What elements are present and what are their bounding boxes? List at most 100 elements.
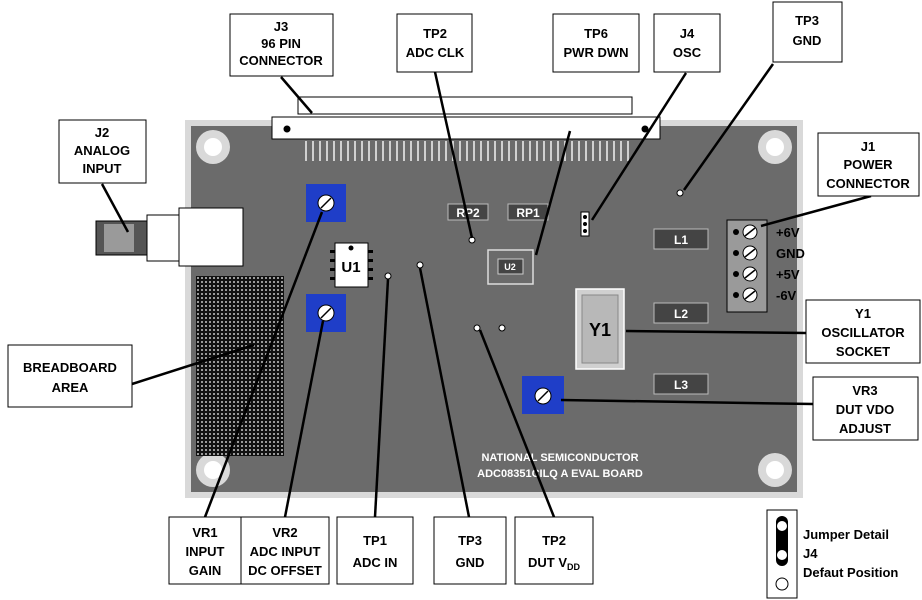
j1-power-connector	[726, 219, 768, 313]
callout-breadboard: BREADBOARD AREA	[7, 344, 133, 408]
vr2-potentiometer	[306, 294, 346, 332]
power-pin-label: -6V	[776, 288, 797, 303]
svg-text:DUT VDO: DUT VDO	[836, 402, 895, 417]
connector-pin	[312, 141, 314, 161]
svg-text:DC OFFSET: DC OFFSET	[248, 563, 322, 578]
connector-pin	[361, 141, 363, 161]
svg-text:Jumper Detail: Jumper Detail	[803, 527, 889, 542]
connector-pin	[389, 141, 391, 161]
connector-pin	[431, 141, 433, 161]
connector-pin	[305, 141, 307, 161]
connector-pin	[410, 141, 412, 161]
connector-pin	[494, 141, 496, 161]
connector-pin	[522, 141, 524, 161]
power-pin-label: +5V	[776, 267, 800, 282]
callout-tp1: TP1 ADC IN	[336, 516, 414, 585]
connector-pin	[585, 141, 587, 161]
connector-pin	[550, 141, 552, 161]
l3-label: L3	[674, 378, 688, 392]
rp2-label: RP2	[456, 206, 480, 220]
svg-text:TP3: TP3	[795, 13, 819, 28]
u1-ic: U1	[330, 242, 373, 288]
connector-pin	[571, 141, 573, 161]
callout-tp2-adc-clk: TP2 ADC CLK	[396, 13, 473, 73]
connector-pin	[459, 141, 461, 161]
svg-text:TP1: TP1	[363, 533, 387, 548]
svg-text:TP3: TP3	[458, 533, 482, 548]
svg-text:J4: J4	[680, 26, 695, 41]
connector-pin	[620, 141, 622, 161]
connector-pin	[424, 141, 426, 161]
power-pin-label: +6V	[776, 225, 800, 240]
svg-text:POWER: POWER	[843, 157, 893, 172]
callout-j2: J2 ANALOG INPUT	[58, 119, 147, 184]
connector-pin	[438, 141, 440, 161]
svg-text:INPUT: INPUT	[186, 544, 225, 559]
u2-label: U2	[504, 262, 516, 272]
callout-vr2: VR2 ADC INPUT DC OFFSET	[240, 516, 330, 585]
rp2-resistor-pack: RP2	[447, 203, 489, 221]
svg-text:ADJUST: ADJUST	[839, 421, 891, 436]
u2-ic: U2	[487, 249, 534, 285]
svg-text:Defaut Position: Defaut Position	[803, 565, 898, 580]
manufacturer-text: NATIONAL SEMICONDUCTOR	[481, 452, 638, 464]
connector-pin	[382, 141, 384, 161]
callout-tp6: TP6 PWR DWN	[552, 13, 640, 73]
tp3-gnd-point	[416, 261, 424, 269]
connector-pin	[613, 141, 615, 161]
callout-j4: J4 OSC	[653, 13, 721, 73]
connector-pin	[340, 141, 342, 161]
svg-text:AREA: AREA	[52, 380, 89, 395]
svg-text:ANALOG: ANALOG	[74, 143, 130, 158]
jumper-detail: Jumper Detail J4 Defaut Position	[766, 509, 898, 599]
svg-text:TP2: TP2	[423, 26, 447, 41]
connector-pin	[319, 141, 321, 161]
callout-j1: J1 POWER CONNECTOR	[817, 132, 920, 197]
l1-inductor: L1	[653, 228, 709, 250]
svg-text:GAIN: GAIN	[189, 563, 222, 578]
svg-text:SOCKET: SOCKET	[836, 344, 890, 359]
connector-pin	[606, 141, 608, 161]
callout-tp2-dut: TP2 DUT VDD	[514, 516, 594, 585]
svg-text:PWR DWN: PWR DWN	[564, 45, 629, 60]
connector-pin	[375, 141, 377, 161]
mounting-holes	[196, 130, 792, 487]
j3-connector	[271, 96, 661, 161]
connector-pin	[417, 141, 419, 161]
svg-text:GND: GND	[456, 555, 485, 570]
connector-pin	[529, 141, 531, 161]
svg-text:TP6: TP6	[584, 26, 608, 41]
connector-pin	[578, 141, 580, 161]
rp1-label: RP1	[516, 206, 540, 220]
y1-oscillator: Y1	[575, 288, 625, 370]
svg-text:J1: J1	[861, 139, 875, 154]
callout-y1: Y1 OSCILLATOR SOCKET	[805, 299, 921, 364]
svg-text:OSCILLATOR: OSCILLATOR	[821, 325, 905, 340]
connector-pin	[515, 141, 517, 161]
callout-tp3-bottom: TP3 GND	[433, 516, 507, 585]
connector-pin	[627, 141, 629, 161]
connector-pin	[368, 141, 370, 161]
power-pin-label: GND	[776, 246, 805, 261]
svg-text:Y1: Y1	[855, 306, 871, 321]
j2-bnc-connector	[95, 207, 244, 267]
svg-text:OSC: OSC	[673, 45, 702, 60]
connector-pin	[396, 141, 398, 161]
tp1-point	[384, 272, 392, 280]
connector-pin	[592, 141, 594, 161]
svg-text:J4: J4	[803, 546, 818, 561]
connector-pin	[480, 141, 482, 161]
connector-pin	[543, 141, 545, 161]
svg-text:BREADBOARD: BREADBOARD	[23, 360, 117, 375]
svg-text:VR2: VR2	[272, 525, 297, 540]
svg-text:VR1: VR1	[192, 525, 217, 540]
l2-inductor: L2	[653, 302, 709, 324]
connector-pin	[508, 141, 510, 161]
tp-extra-point	[498, 324, 506, 332]
svg-text:CONNECTOR: CONNECTOR	[826, 176, 910, 191]
callout-vr3: VR3 DUT VDO ADJUST	[812, 376, 919, 441]
svg-text:ADC INPUT: ADC INPUT	[250, 544, 321, 559]
connector-pin	[445, 141, 447, 161]
svg-text:INPUT: INPUT	[83, 161, 122, 176]
connector-pin	[487, 141, 489, 161]
